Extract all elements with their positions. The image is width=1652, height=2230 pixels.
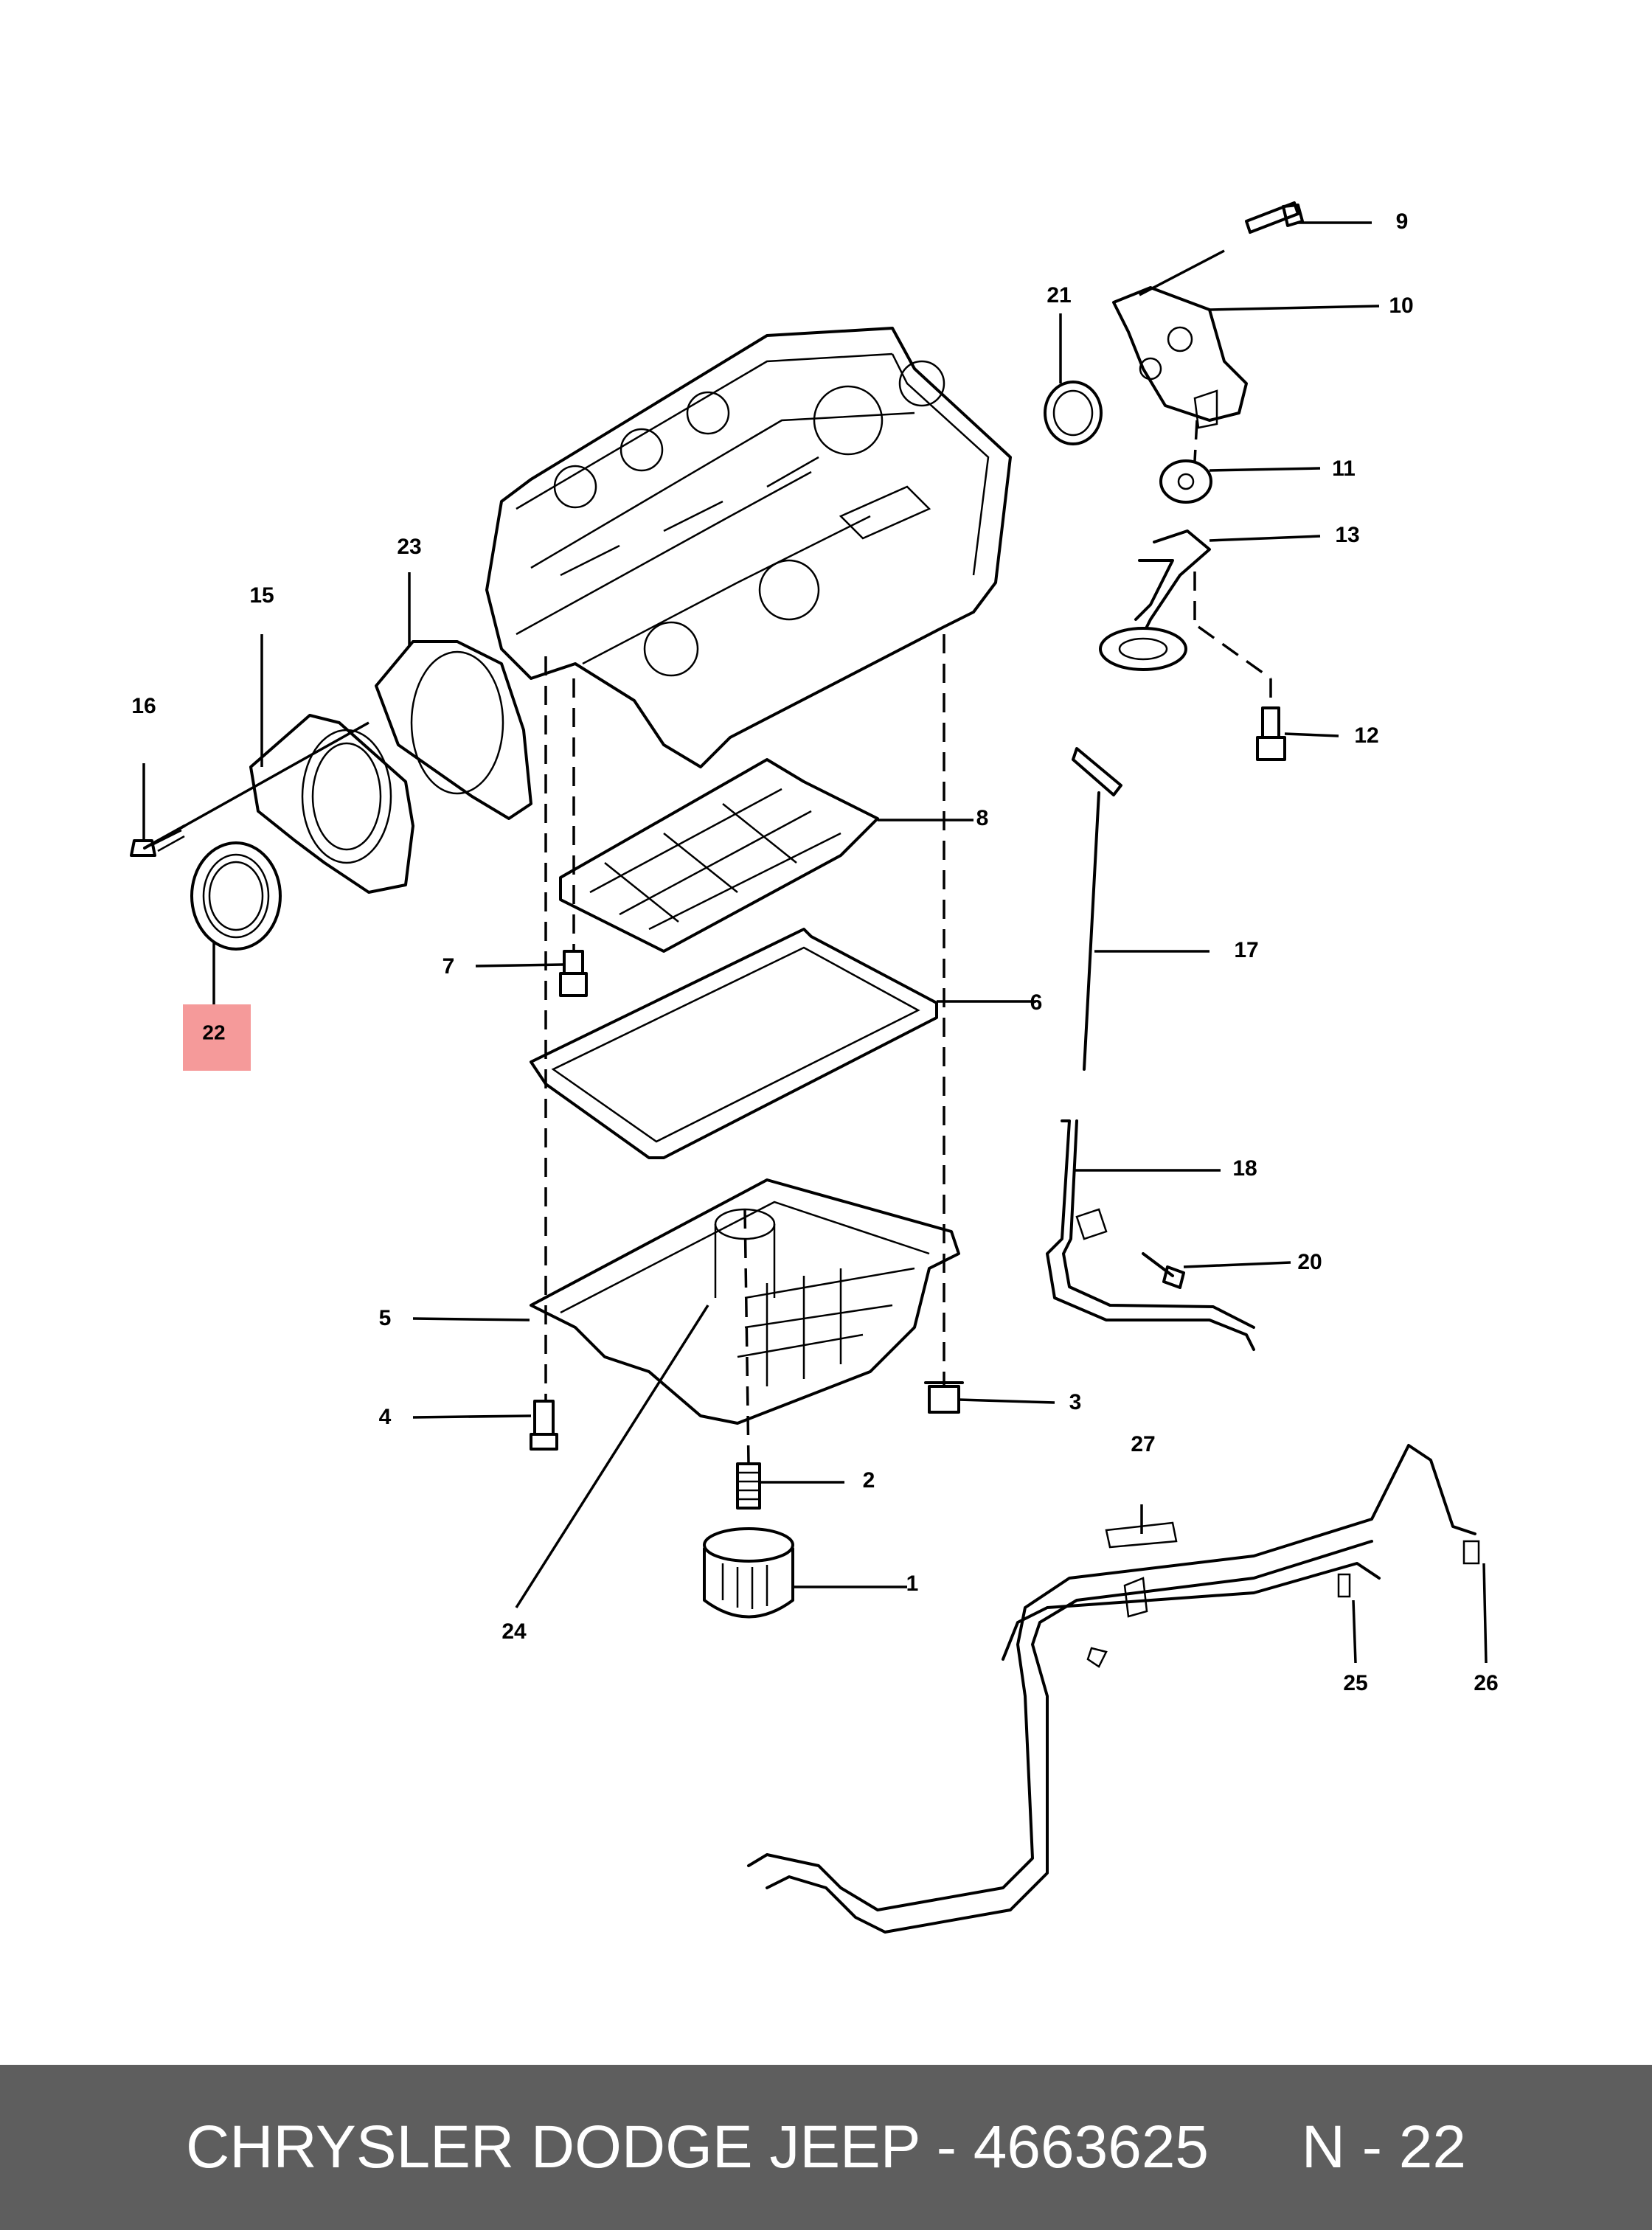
callout-label[interactable]: 5 — [379, 1306, 392, 1330]
callout-label[interactable]: 20 — [1297, 1250, 1322, 1274]
oil-pan-gasket — [530, 928, 938, 1159]
oil-filter — [703, 1527, 794, 1619]
callout-label[interactable]: 2 — [863, 1468, 875, 1493]
leader-lines — [142, 221, 1488, 1664]
callout-label[interactable]: 16 — [131, 694, 156, 718]
pan-bolt — [530, 1400, 558, 1451]
rear-seal-retainer — [249, 714, 414, 894]
callout-label[interactable]: 4 — [379, 1405, 392, 1429]
retainer-bolt — [130, 824, 186, 857]
callout-label[interactable]: 7 — [442, 954, 455, 979]
callout-label[interactable]: 9 — [1396, 209, 1409, 234]
footer-title: CHRYSLER DODGE JEEP - 4663625 — [186, 2113, 1210, 2181]
filter-stud — [736, 1462, 761, 1510]
oil-pickup-tube — [1099, 529, 1211, 671]
oil-cooler-lines — [747, 1444, 1480, 1934]
callouts: 1 2 3 4 5 6 7 8 9 10 11 12 13 15 16 17 1… — [131, 209, 1498, 1695]
dipstick-tube — [1046, 1119, 1255, 1351]
front-crank-seal — [1044, 381, 1103, 445]
callout-label[interactable]: 26 — [1474, 1671, 1498, 1695]
callout-label[interactable]: 11 — [1332, 456, 1356, 481]
pickup-o-ring — [1159, 459, 1212, 504]
pickup-bolt — [1256, 706, 1286, 761]
callout-label[interactable]: 18 — [1232, 1156, 1257, 1181]
oil-pan — [530, 1178, 960, 1425]
footer-bar: CHRYSLER DODGE JEEP - 4663625 N - 22 — [0, 2065, 1652, 2230]
parts-exploded-diagram: 1 2 3 4 5 6 7 8 9 10 11 12 13 15 16 17 1… — [130, 201, 1499, 1934]
callout-label[interactable]: 13 — [1335, 523, 1359, 547]
callout-label[interactable]: 21 — [1047, 283, 1071, 308]
drain-plug — [924, 1381, 964, 1414]
tube-bolt — [1142, 1252, 1185, 1289]
highlight-box — [183, 1004, 251, 1071]
callout-label[interactable]: 1 — [906, 1571, 919, 1596]
callout-label[interactable]: 17 — [1234, 938, 1258, 962]
engine-block — [485, 327, 1012, 768]
oil-pump — [1112, 286, 1248, 429]
rear-main-seal — [190, 841, 282, 951]
callout-label[interactable]: 6 — [1030, 990, 1043, 1015]
windage-tray — [559, 758, 879, 953]
callout-label[interactable]: 3 — [1069, 1390, 1082, 1414]
callout-label[interactable]: 27 — [1131, 1432, 1155, 1456]
callout-label[interactable]: 25 — [1343, 1671, 1367, 1695]
rear-retainer-gasket — [375, 640, 532, 820]
callout-label[interactable]: 8 — [976, 806, 989, 830]
callout-label[interactable]: 10 — [1389, 293, 1413, 318]
pump-bolt — [1245, 201, 1304, 234]
callout-label[interactable]: 15 — [249, 583, 274, 608]
callout-label[interactable]: 24 — [502, 1619, 527, 1644]
callout-label[interactable]: 12 — [1354, 723, 1378, 748]
callout-label-highlighted[interactable]: 22 — [202, 1021, 225, 1043]
callout-label[interactable]: 23 — [397, 535, 421, 559]
tray-bolt — [559, 950, 588, 997]
footer-ref: N - 22 — [1301, 2113, 1466, 2181]
dipstick — [1072, 747, 1122, 1071]
